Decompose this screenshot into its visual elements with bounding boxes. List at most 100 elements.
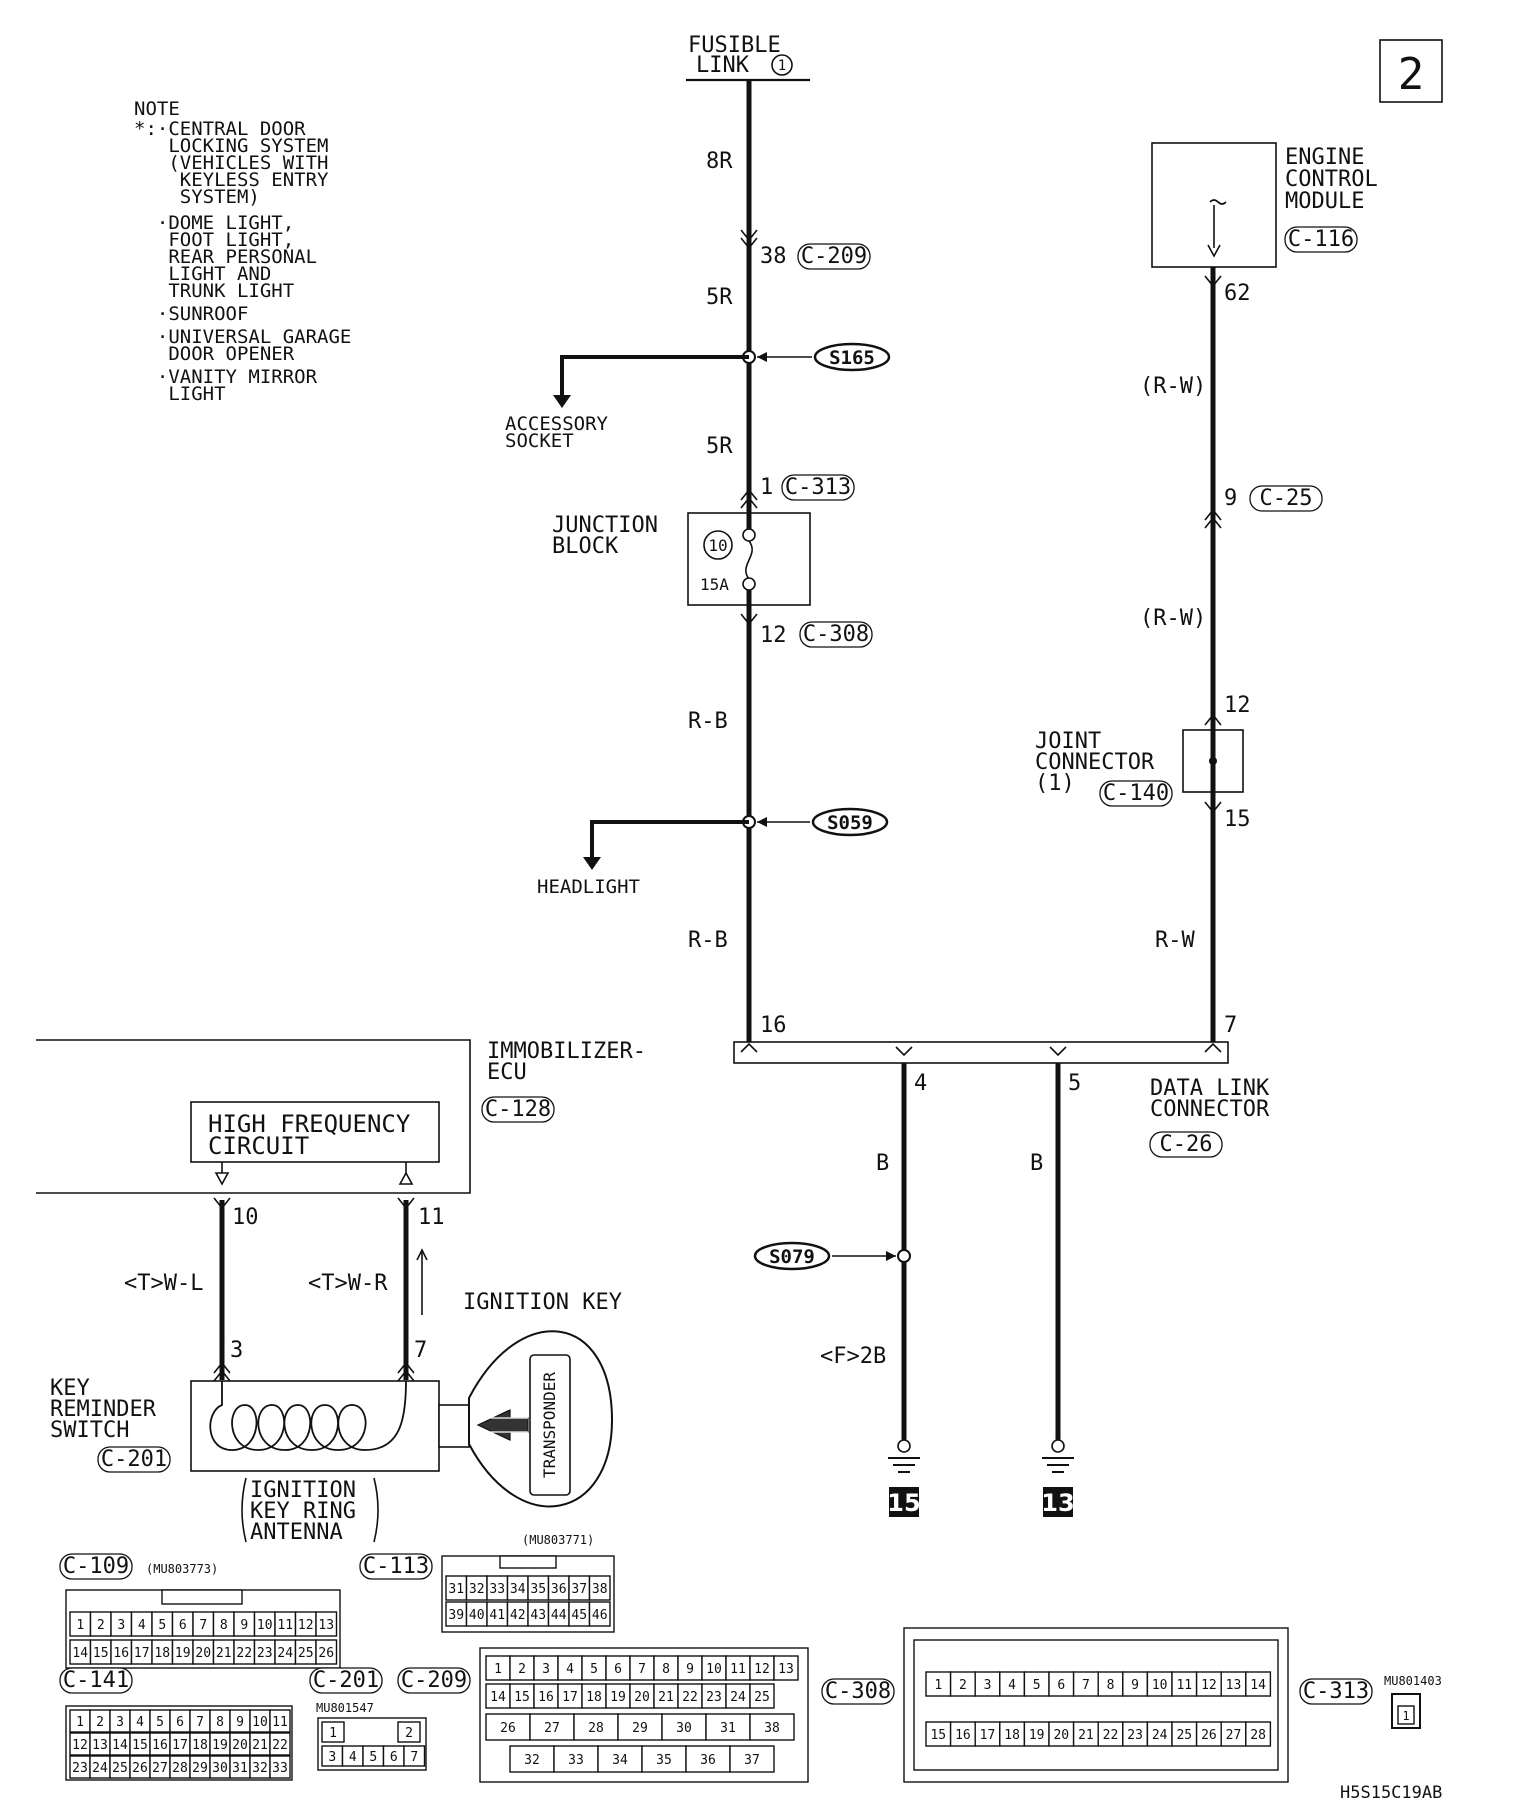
- fuse-number-circle: [703, 530, 733, 560]
- connector-cavity: [1245, 1721, 1272, 1747]
- connector-c313-badge: [781, 474, 855, 501]
- connector-cavity: [269, 1755, 291, 1779]
- connector-pin-label: 9: [240, 1618, 248, 1633]
- splice-id: S059: [827, 812, 873, 834]
- connector-pin-label: 32: [524, 1753, 540, 1768]
- connector-cavity: [269, 1732, 291, 1756]
- connector-pin-label: 31: [448, 1582, 464, 1597]
- connector-cavity: [1072, 1721, 1099, 1747]
- fuse-terminal: [742, 528, 756, 542]
- connector-pin-label: 5: [1033, 1678, 1041, 1693]
- wire-color-label: R-W: [1155, 928, 1195, 953]
- key-reminder-label: SWITCH: [50, 1418, 129, 1443]
- note-line: REAR PERSONAL: [134, 246, 317, 268]
- connector-cavity: [485, 1713, 531, 1741]
- connector-pin-label: 5: [158, 1618, 166, 1633]
- splice-id: S165: [829, 347, 875, 369]
- connector-c141-badge: [59, 1667, 133, 1694]
- connector-pin-label: 24: [730, 1690, 746, 1705]
- arrow-down-icon: [583, 857, 601, 870]
- wire-color-label: B: [876, 1151, 889, 1176]
- connector-pin-label: 19: [1029, 1728, 1045, 1743]
- connector-id: C-313: [1303, 1679, 1369, 1704]
- connector-pin-label: 28: [588, 1721, 604, 1736]
- connector-pin-label: 13: [778, 1662, 794, 1677]
- connector-pin-label: 2: [518, 1662, 526, 1677]
- connector-cavity: [749, 1683, 775, 1709]
- connector-id: C-141: [63, 1668, 129, 1693]
- high-frequency-label: HIGH FREQUENCY: [208, 1110, 411, 1138]
- note-line: FOOT LIGHT,: [134, 229, 294, 251]
- part-number: MU801403: [1384, 1674, 1442, 1688]
- wire-color-label: 8R: [706, 149, 733, 174]
- connector-pin-label: 30: [676, 1721, 692, 1736]
- pin-number: 12: [760, 623, 787, 648]
- connector-pin-label: 12: [298, 1618, 314, 1633]
- connector-pin-label: 7: [1082, 1678, 1090, 1693]
- connector-pin-label: 6: [1057, 1678, 1065, 1693]
- connector-pin-label: 22: [272, 1738, 288, 1753]
- connector-cavity: [1195, 1721, 1222, 1747]
- connector-pin-label: 32: [469, 1582, 485, 1597]
- connector-pin-label: 27: [1226, 1728, 1242, 1743]
- connector-pin-label: 43: [530, 1608, 546, 1623]
- connector-cavity: [653, 1655, 679, 1681]
- connector-cavity: [617, 1713, 663, 1741]
- connector-pin-label: 46: [592, 1608, 608, 1623]
- connector-pin-symbol: [1204, 275, 1222, 288]
- note-block: NOTE *:·CENTRAL DOOR LOCKING SYSTEM (VEH…: [134, 98, 351, 405]
- antenna-bracket-left: [241, 1477, 247, 1543]
- note-title: NOTE: [134, 98, 180, 120]
- pin-number: 62: [1224, 281, 1251, 306]
- fusible-link-number: 1: [778, 58, 786, 74]
- splice-s059-badge: [811, 807, 889, 837]
- arrow-up-icon: [398, 1171, 414, 1185]
- wire-color-label: <T>W-R: [308, 1271, 388, 1296]
- connector-cavity: [581, 1655, 607, 1681]
- connector-pin-label: 17: [134, 1646, 150, 1661]
- connector-cavity: [701, 1655, 727, 1681]
- connector-pin-label: 39: [448, 1608, 464, 1623]
- connector-pin-symbol: [213, 1361, 231, 1382]
- note-line: ·UNIVERSAL GARAGE: [134, 326, 351, 348]
- connector-pin-symbol: [740, 229, 758, 250]
- connector-pin-label: 33: [489, 1582, 505, 1597]
- connector-cavity: [509, 1655, 535, 1681]
- connector-pin-label: 7: [638, 1662, 646, 1677]
- pin-number: 16: [760, 1013, 787, 1038]
- connector-pin-label: 11: [730, 1662, 746, 1677]
- connector-pin-label: 8: [1107, 1678, 1115, 1693]
- connector-c113-badge: [359, 1553, 433, 1580]
- connector-pin-label: 19: [610, 1690, 626, 1705]
- connector-pin-label: 31: [232, 1761, 248, 1776]
- connector-pin-label: 36: [551, 1582, 567, 1597]
- connector-pin-label: 13: [318, 1618, 334, 1633]
- connector-pin-label: 8: [220, 1618, 228, 1633]
- connector-pin-label: 25: [112, 1761, 128, 1776]
- connector-pin-label: 12: [1201, 1678, 1217, 1693]
- connector-pin-label: 8: [662, 1662, 670, 1677]
- wire-color-label: B: [1030, 1151, 1043, 1176]
- connector-c128-badge: [481, 1096, 555, 1123]
- high-frequency-label: CIRCUIT: [208, 1132, 309, 1160]
- connector-pin-label: 10: [252, 1715, 268, 1730]
- connector-pin-label: 7: [199, 1618, 207, 1633]
- connector-pin-symbol: [1049, 1046, 1067, 1057]
- arrow-down-icon: [214, 1172, 230, 1186]
- connector-pin-label: 34: [510, 1582, 526, 1597]
- connector-pin-label: 1: [76, 1618, 84, 1633]
- fuse-number: 10: [708, 536, 727, 555]
- wire-color-label: (R-W): [1140, 606, 1206, 631]
- pin-number: 7: [1224, 1013, 1237, 1038]
- connector-pin-symbol: [397, 1361, 415, 1382]
- connector-id: C-128: [485, 1097, 551, 1122]
- connector-cavity: [485, 1655, 511, 1681]
- connector-id: C-201: [313, 1668, 379, 1693]
- connector-cavity: [1023, 1671, 1050, 1697]
- joint-connector-label: JOINT: [1035, 729, 1101, 754]
- connector-pin-label: 3: [984, 1678, 992, 1693]
- connector-id: C-209: [801, 244, 867, 269]
- connector-pin-label: 23: [72, 1761, 88, 1776]
- connector-pin-label: 24: [277, 1646, 293, 1661]
- fusible-link-label: FUSIBLE: [688, 33, 781, 58]
